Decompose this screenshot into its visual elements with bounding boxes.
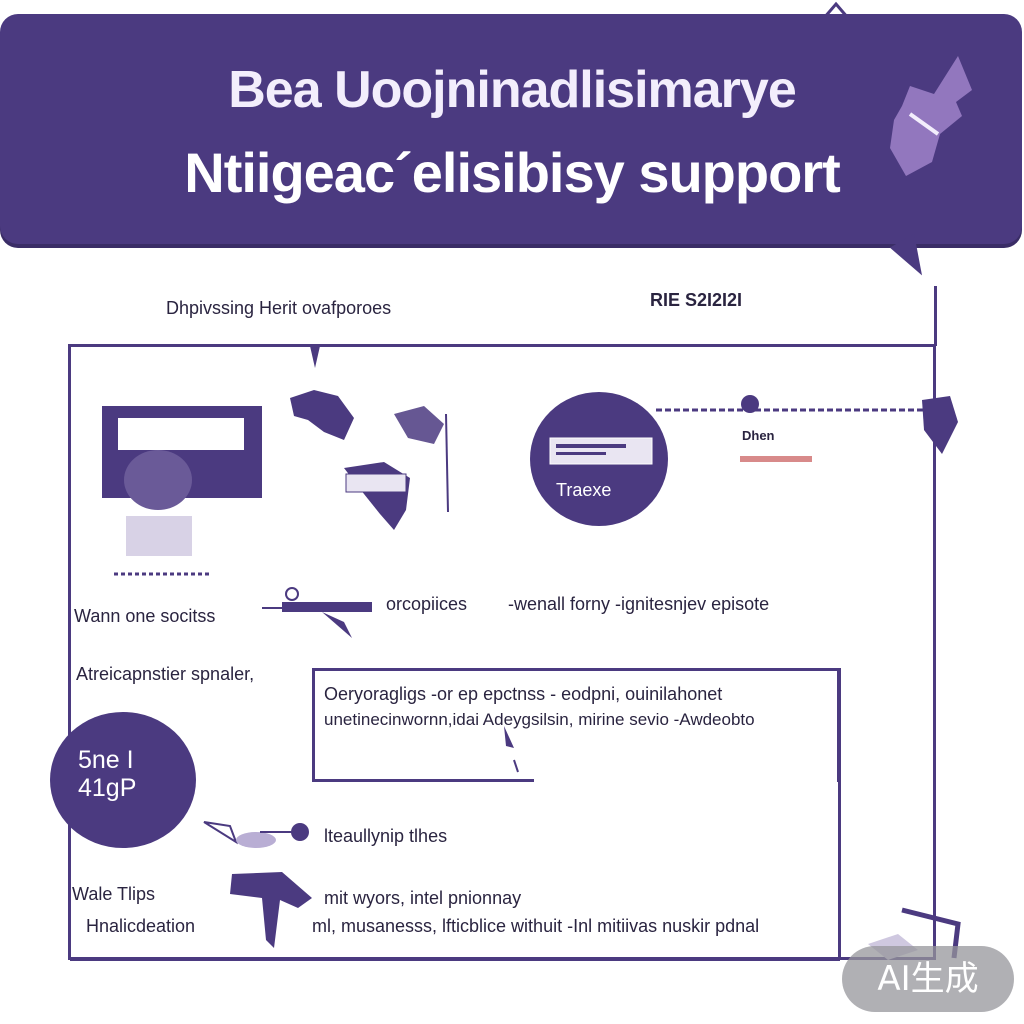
feature-circle-label: Traexe — [556, 480, 612, 500]
monitor-screen — [118, 418, 244, 450]
reference-code: RIE S2I2I2I — [650, 290, 743, 310]
quote-box-bottom — [312, 779, 534, 782]
row1-left-text: Wann one socitss — [74, 606, 216, 626]
drone-icon — [262, 587, 372, 638]
row1-right-text: -wenall forny -ignitesnjev episote — [508, 594, 770, 614]
lower-frame-divider — [838, 668, 841, 960]
key-icon — [656, 395, 958, 462]
frame-bottom-line — [70, 958, 840, 961]
person-illustration-icon — [114, 450, 210, 576]
row3-text: lteaullynip tlhes — [324, 826, 448, 846]
header-banner — [0, 14, 1022, 244]
ai-generated-badge: AI生成 — [842, 946, 1014, 1012]
key-widget-label: Dhen — [742, 428, 775, 443]
tips-title: Wale Tlips — [72, 884, 156, 904]
tips-right-text: ml, musanesss, lfticblice withuit -Inl m… — [312, 916, 760, 936]
stat-circle — [50, 712, 196, 848]
frame-connector — [934, 286, 937, 346]
hand-icon — [230, 872, 312, 948]
stat-circle-line2: 41gP — [78, 774, 137, 802]
intro-text: Dhpivssing Herit ovafporoes — [166, 298, 392, 318]
world-map-icon — [290, 390, 449, 530]
row2-left-text: Atreicapnstier spnaler, — [76, 664, 255, 684]
pin-icon — [504, 726, 519, 773]
banner-title-line2: Ntiigeac´elisibisy support — [184, 141, 841, 204]
stat-circle-line1: 5ne I — [78, 746, 134, 774]
tips-middle-text: mit wyors, intel pnionnay — [324, 888, 522, 908]
certificate-icon — [549, 437, 653, 465]
tool-icon — [203, 821, 309, 848]
frame-notch — [310, 346, 320, 368]
quote-line2: unetinecinwornn,idai Adeygsilsin, mirine… — [324, 710, 755, 729]
quote-line1: Oeryoragligs -or ep epctnss - eodpni, ou… — [324, 684, 723, 704]
tips-subtitle: Hnalicdeation — [86, 916, 196, 936]
pointing-hand-icon — [890, 56, 972, 176]
row1-mid-text: orcopiices — [386, 594, 468, 614]
banner-title-line1: Bea Uoojninadlisimarye — [228, 61, 797, 119]
